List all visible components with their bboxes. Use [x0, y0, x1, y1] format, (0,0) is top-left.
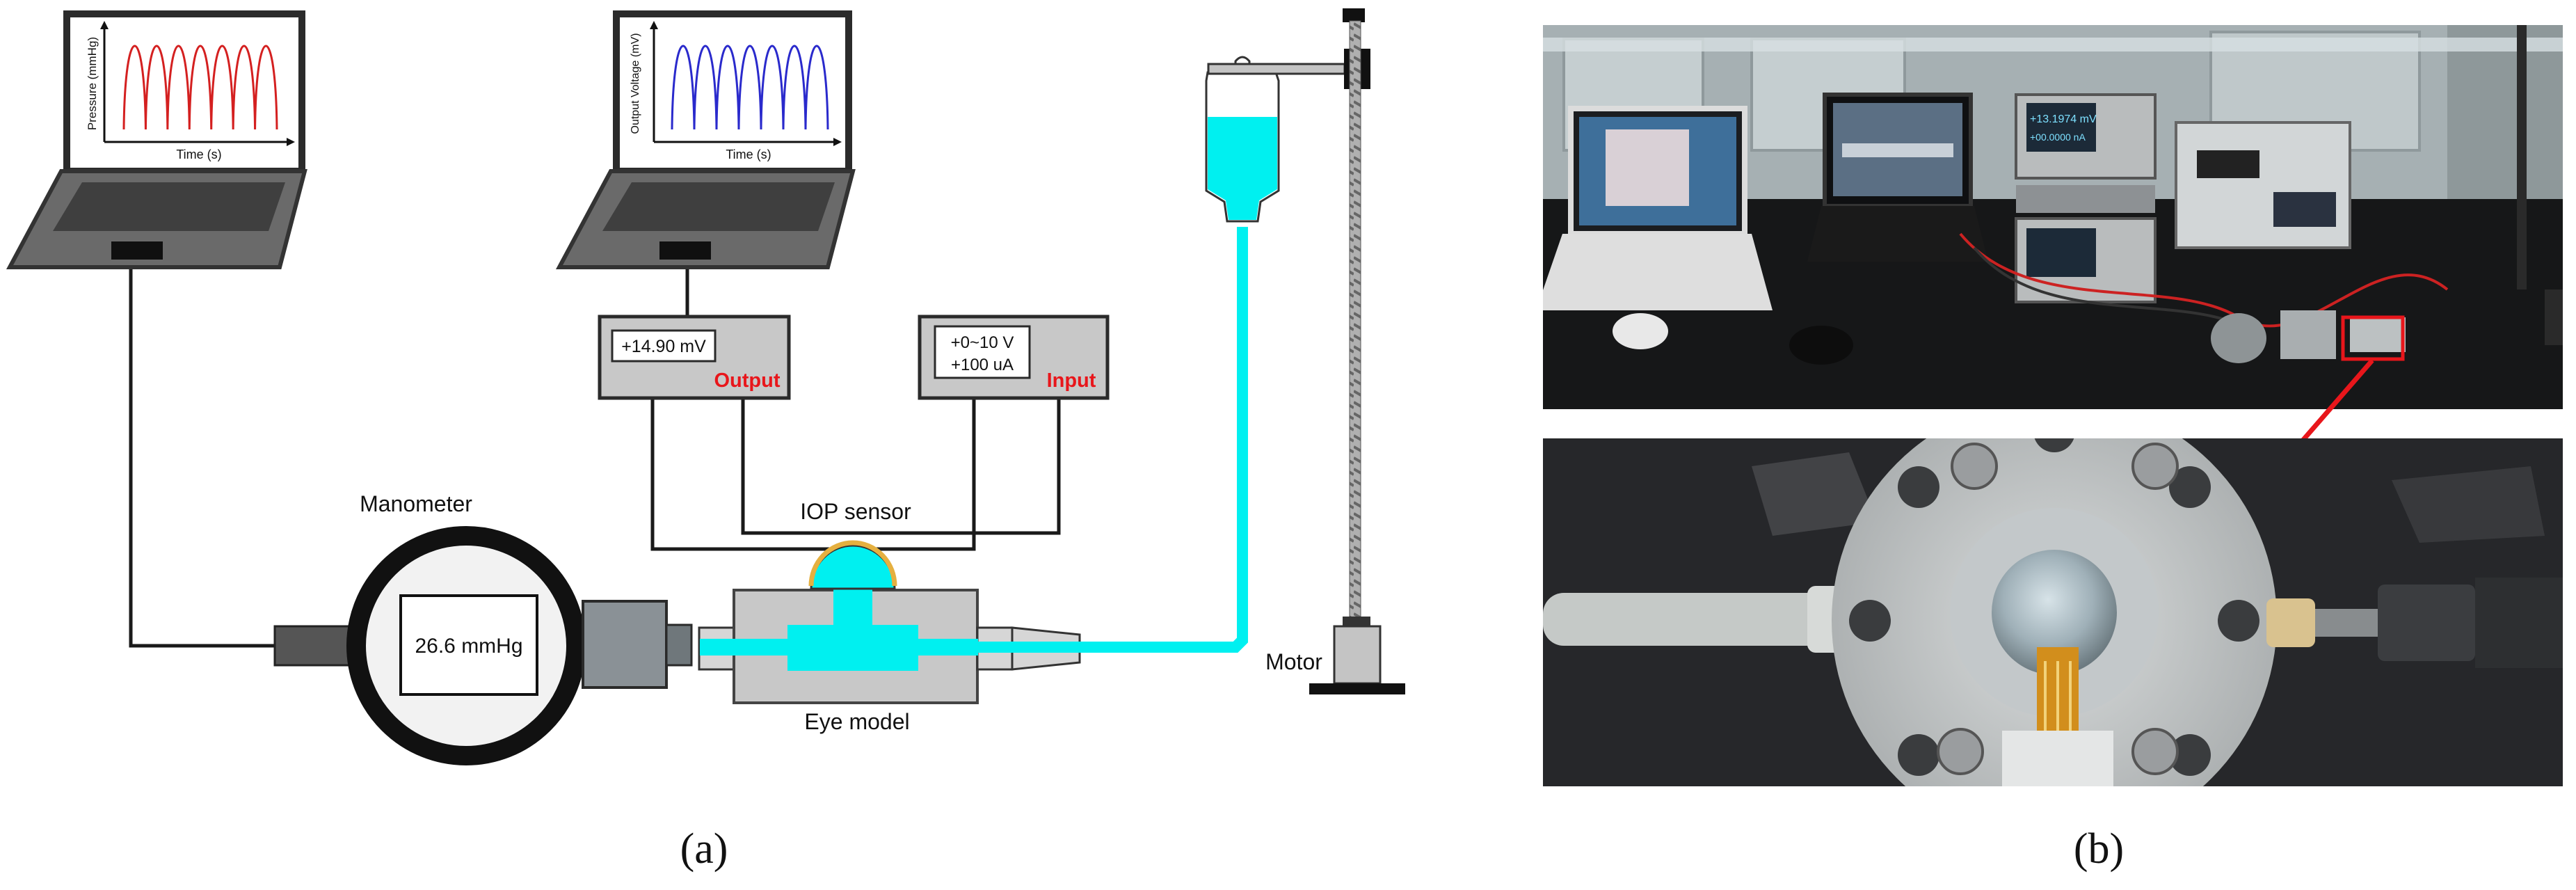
output-reading: +14.90 mV: [621, 337, 706, 356]
input-source: +0~10 V +100 uA Input: [918, 315, 1110, 400]
laptop-screen: [613, 10, 852, 175]
fluid-reservoir: [1205, 56, 1280, 223]
manometer-reading: 26.6 mmHg: [415, 635, 522, 658]
manometer: Manometer 26.6 mmHg: [273, 491, 693, 765]
motor-stand: Motor: [1207, 8, 1405, 694]
pressure-y-axis-label: Pressure (mmHg): [86, 37, 99, 130]
laptop-touchpad: [111, 241, 163, 260]
stand-top-cap: [1343, 8, 1365, 22]
laptop-keyboard: [602, 182, 835, 231]
detail-highlight-box: [2341, 315, 2405, 361]
instrument-display-current: +00.0000 nA: [2030, 132, 2086, 143]
voltage-x-axis-label: Time (s): [726, 148, 771, 161]
motor-body: [1333, 625, 1382, 685]
setup-photo: +13.1974 mV +00.0000 nA: [1543, 25, 2563, 409]
panel-a-schematic: Pressure (mmHg) Time (s) Output Voltage …: [6, 8, 1405, 873]
input-reading-current: +100 uA: [951, 356, 1014, 374]
pressure-trace: [122, 45, 278, 130]
manometer-back-port: [273, 625, 356, 667]
screw-collar: [1343, 617, 1370, 626]
eye-model-label: Eye model: [804, 709, 909, 734]
fluid-tube: [978, 227, 1248, 653]
voltage-plot: Output Voltage (mV) Time (s): [630, 21, 842, 161]
eye-model: Eye model: [698, 540, 1081, 734]
fluid-riser: [833, 583, 872, 628]
lead-screw: [1349, 20, 1361, 621]
panel-b-photos: +13.1974 mV +00.0000 nA: [1543, 25, 2563, 873]
laptop-pressure-monitor: Pressure (mmHg) Time (s): [6, 10, 307, 269]
output-display: [611, 329, 717, 363]
laptop-voltage-monitor: Output Voltage (mV) Time (s): [555, 10, 856, 269]
input-label: Input: [1047, 369, 1096, 392]
manometer-label: Manometer: [360, 491, 472, 516]
motor-label: Motor: [1265, 649, 1322, 674]
manometer-display: [399, 594, 538, 696]
laptop-touchpad: [659, 241, 711, 260]
reservoir-fluid: [1208, 117, 1277, 220]
output-meter: +14.90 mV Output: [598, 315, 791, 400]
input-reading-voltage: +0~10 V: [951, 333, 1014, 352]
manometer-connector: [582, 600, 668, 689]
iop-sensor-film: [808, 540, 897, 587]
voltage-trace: [671, 45, 829, 130]
stand-base: [1309, 683, 1405, 694]
fluid-chamber: [787, 625, 918, 671]
manometer-nozzle: [665, 623, 693, 667]
output-label: Output: [714, 369, 780, 392]
reservoir-hook: [1234, 56, 1251, 72]
stand-arm: [1207, 63, 1346, 75]
pressure-plot: Pressure (mmHg) Time (s): [86, 21, 295, 161]
iop-sensor-label: IOP sensor: [800, 499, 911, 524]
sensor-closeup-photo: [1543, 438, 2563, 786]
voltage-y-axis-label: Output Voltage (mV): [630, 33, 641, 134]
input-display: [934, 325, 1031, 379]
pressure-x-axis-label: Time (s): [176, 148, 221, 161]
panel-b-caption: (b): [2074, 825, 2124, 873]
signal-wires: [129, 251, 1061, 648]
laptop-keyboard: [53, 182, 285, 231]
instrument-display-voltage: +13.1974 mV: [2030, 113, 2097, 125]
panel-a-caption: (a): [680, 825, 728, 873]
